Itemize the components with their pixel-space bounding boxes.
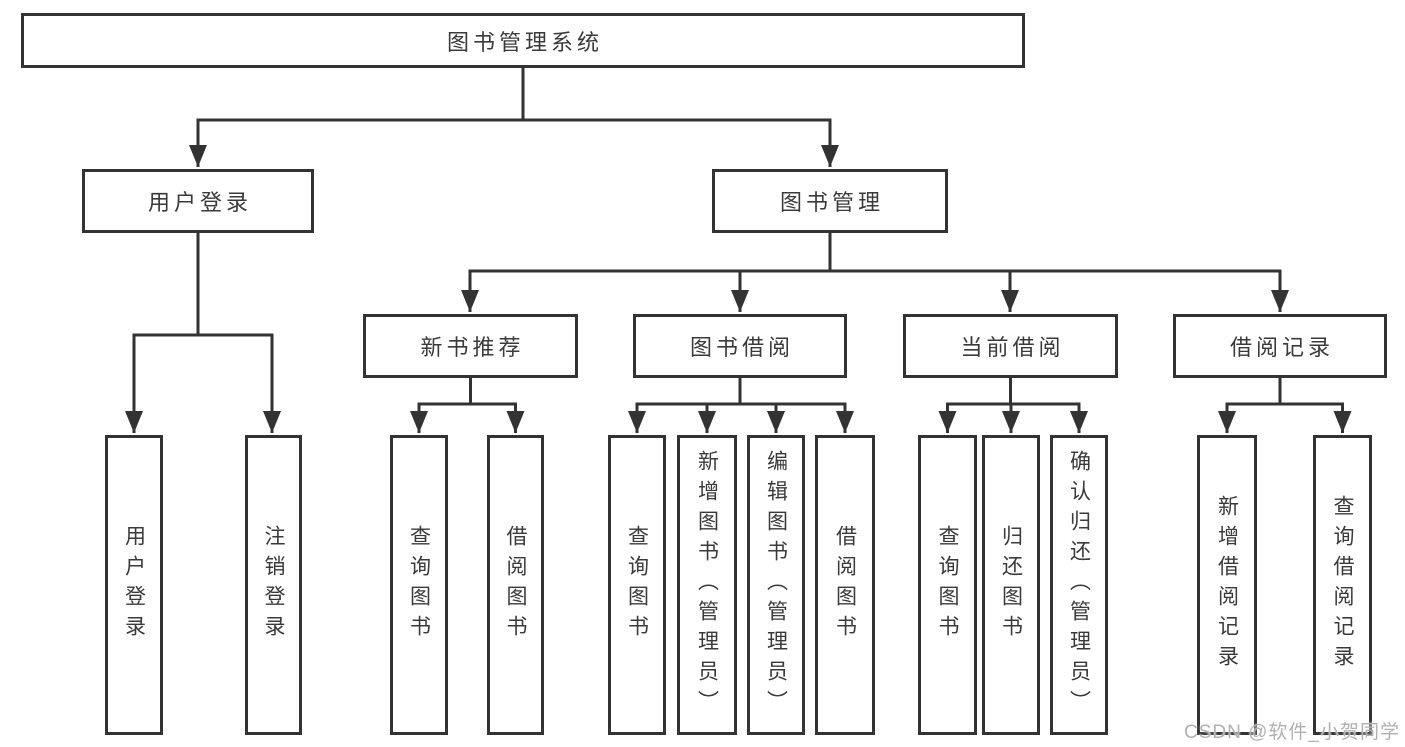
node-label: 借阅记录 — [1229, 335, 1334, 360]
node-label: 当前借阅 — [960, 335, 1065, 360]
node-label: 确认归还（管理员） — [1067, 450, 1091, 720]
node-label: 借阅图书 — [504, 525, 527, 645]
connector-root-to-level2 — [189, 68, 839, 167]
node-user-login-branch: 用户登录 — [82, 169, 314, 233]
connector-book-mgmt-to-level3 — [461, 233, 1289, 312]
node-label: 编辑图书（管理员） — [764, 450, 788, 720]
node-new-book-recommend: 新书推荐 — [363, 314, 578, 378]
node-label: 用户登录 — [122, 525, 146, 645]
node-leaf-query-books-borrowing: 查询图书 — [608, 435, 666, 735]
watermark: CSDN @软件_小贺同学 — [1184, 722, 1400, 743]
node-leaf-add-books-admin: 新增图书（管理员） — [677, 435, 737, 735]
node-label: 图书管理系统 — [446, 29, 603, 55]
node-label: 新增借阅记录 — [1215, 495, 1239, 675]
connector-new-books-to-leaves — [410, 378, 525, 433]
node-label: 查询图书 — [407, 525, 431, 645]
node-leaf-borrow-books: 借阅图书 — [815, 435, 875, 735]
node-label: 查询图书 — [936, 525, 959, 645]
node-leaf-logout: 注销登录 — [245, 435, 302, 735]
node-leaf-edit-books-admin: 编辑图书（管理员） — [747, 435, 805, 735]
node-label: 归还图书 — [999, 525, 1023, 645]
node-leaf-query-books-recommend: 查询图书 — [390, 435, 448, 735]
node-label: 图书借阅 — [689, 335, 794, 360]
node-label: 图书管理 — [779, 190, 884, 215]
connector-current-borrow-to-leaves — [938, 378, 1088, 433]
node-current-borrowing: 当前借阅 — [903, 314, 1118, 378]
node-leaf-add-borrow-record: 新增借阅记录 — [1197, 435, 1257, 735]
connector-book-borrow-to-leaves — [628, 378, 854, 433]
connector-borrow-records-to-leaves — [1218, 378, 1352, 433]
node-leaf-borrow-books-recommend: 借阅图书 — [487, 435, 544, 735]
node-label: 查询图书 — [625, 525, 649, 645]
node-leaf-user-login: 用户登录 — [105, 435, 163, 735]
node-leaf-query-books-current: 查询图书 — [918, 435, 977, 735]
connector-user-login-to-leaves — [125, 233, 281, 433]
node-borrowing-records: 借阅记录 — [1173, 314, 1387, 378]
node-leaf-return-books: 归还图书 — [982, 435, 1040, 735]
node-library-management-system: 图书管理系统 — [21, 13, 1025, 68]
node-label: 注销登录 — [262, 525, 285, 645]
node-book-borrowing: 图书借阅 — [633, 314, 847, 378]
node-label: 用户登录 — [147, 190, 252, 215]
node-book-management-branch: 图书管理 — [712, 169, 948, 233]
node-label: 借阅图书 — [833, 525, 857, 645]
node-label: 新书推荐 — [420, 335, 525, 360]
node-label: 新增图书（管理员） — [695, 450, 719, 720]
node-leaf-confirm-return-admin: 确认归还（管理员） — [1050, 435, 1108, 735]
node-leaf-query-borrow-record: 查询借阅记录 — [1313, 435, 1372, 735]
node-label: 查询借阅记录 — [1331, 495, 1354, 675]
